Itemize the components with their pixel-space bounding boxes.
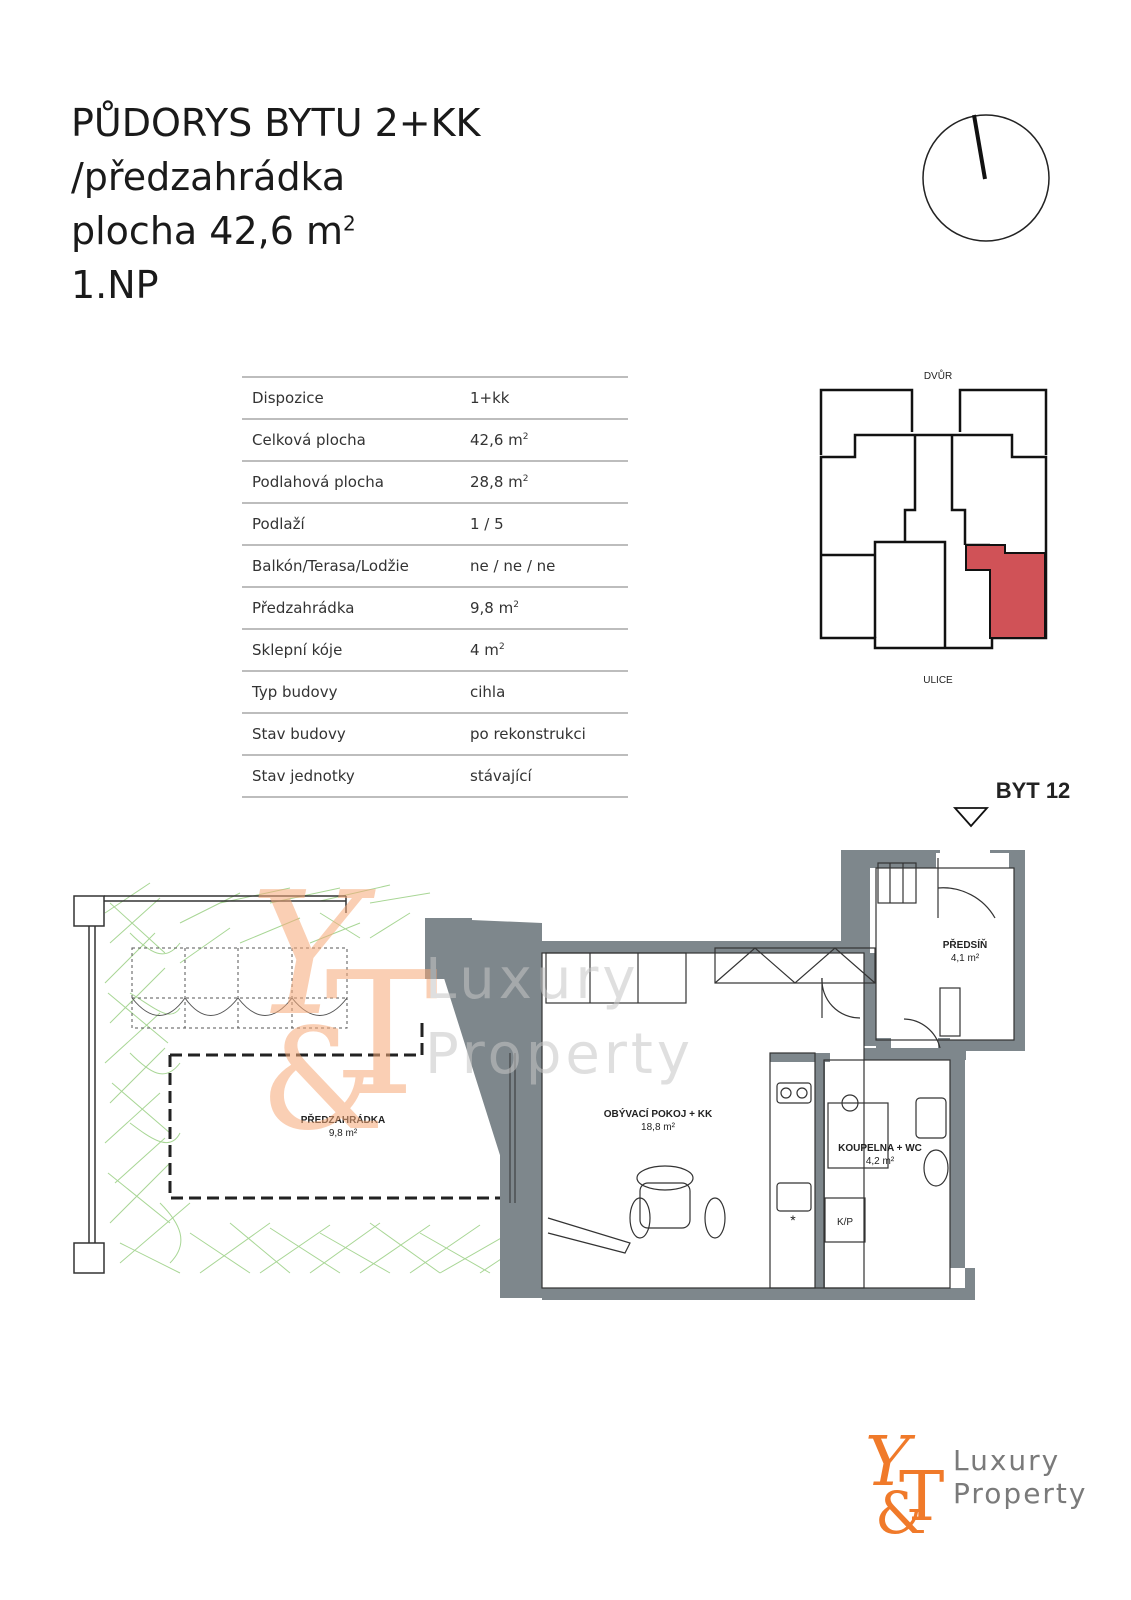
param-value: 28,8 m2 bbox=[464, 461, 628, 504]
logo-line-2: Property bbox=[953, 1477, 1087, 1510]
param-label: Balkón/Terasa/Lodžie bbox=[242, 545, 464, 588]
room-area-hallway: 4,1 m² bbox=[951, 953, 980, 964]
title-line-1: PŮDORYS BYTU 2+KK bbox=[71, 101, 481, 145]
param-value: cihla bbox=[464, 671, 628, 714]
compass-icon bbox=[922, 114, 1050, 242]
room-name-bathroom: KOUPELNA + WC bbox=[838, 1143, 922, 1154]
svg-text:&: & bbox=[875, 1479, 927, 1547]
param-value: 1+kk bbox=[464, 376, 628, 420]
kp-label: K/P bbox=[837, 1217, 853, 1228]
param-value: 4 m2 bbox=[464, 629, 628, 672]
param-label: Dispozice bbox=[242, 376, 464, 420]
param-value: 9,8 m2 bbox=[464, 587, 628, 630]
param-value: stávající bbox=[464, 755, 628, 798]
param-value: 42,6 m2 bbox=[464, 419, 628, 462]
param-label: Stav jednotky bbox=[242, 755, 464, 798]
param-label: Stav budovy bbox=[242, 713, 464, 756]
room-name-living: OBÝVACÍ POKOJ + KK bbox=[604, 1107, 713, 1120]
key-plan-top-label: DVŮR bbox=[924, 369, 952, 382]
param-label: Typ budovy bbox=[242, 671, 464, 714]
logo-line-1: Luxury bbox=[953, 1444, 1060, 1477]
svg-text:*: * bbox=[790, 1212, 796, 1228]
param-label: Podlaží bbox=[242, 503, 464, 546]
floor-plan: BYT 12 PŘEDSÍŇ 4,1 m² OBÝVACÍ POKOJ + KK… bbox=[73, 778, 1070, 1300]
room-area-bathroom: 4,2 m² bbox=[866, 1156, 895, 1167]
page-title: PŮDORYS BYTU 2+KK /předzahrádka plocha 4… bbox=[71, 96, 480, 312]
svg-text:&: & bbox=[260, 999, 385, 1162]
room-name-hallway: PŘEDSÍŇ bbox=[943, 938, 987, 951]
title-line-2: /předzahrádka bbox=[71, 155, 346, 199]
garden-area bbox=[73, 882, 541, 1274]
param-value: ne / ne / ne bbox=[464, 545, 628, 588]
param-label: Podlahová plocha bbox=[242, 461, 464, 504]
svg-text:Y: Y bbox=[865, 1423, 916, 1502]
param-value: po rekonstrukci bbox=[464, 713, 628, 756]
watermark: Y & T Luxury Property bbox=[250, 856, 694, 1162]
room-area-living: 18,8 m² bbox=[641, 1122, 676, 1133]
brand-logo: Y & T Luxury Property bbox=[865, 1423, 1087, 1547]
svg-text:T: T bbox=[899, 1458, 944, 1537]
param-label: Sklepní kóje bbox=[242, 629, 464, 672]
svg-text:T: T bbox=[325, 936, 438, 1134]
title-line-4: 1.NP bbox=[71, 263, 159, 307]
unit-label: BYT 12 bbox=[996, 778, 1071, 803]
watermark-line-1: Luxury bbox=[425, 947, 640, 1012]
svg-text:Y: Y bbox=[250, 856, 376, 1054]
room-name-garden: PŘEDZAHRÁDKA bbox=[301, 1113, 385, 1126]
param-label: Celková plocha bbox=[242, 419, 464, 462]
room-area-garden: 9,8 m² bbox=[329, 1128, 358, 1139]
watermark-line-2: Property bbox=[425, 1022, 694, 1087]
logo-mark: Y & T bbox=[865, 1423, 944, 1547]
key-plan-bottom-label: ULICE bbox=[923, 675, 953, 686]
title-line-3: plocha 42,6 m2 bbox=[71, 209, 356, 253]
param-label: Předzahrádka bbox=[242, 587, 464, 630]
key-plan: DVŮR ULICE bbox=[819, 369, 1048, 686]
param-value: 1 / 5 bbox=[464, 503, 628, 546]
